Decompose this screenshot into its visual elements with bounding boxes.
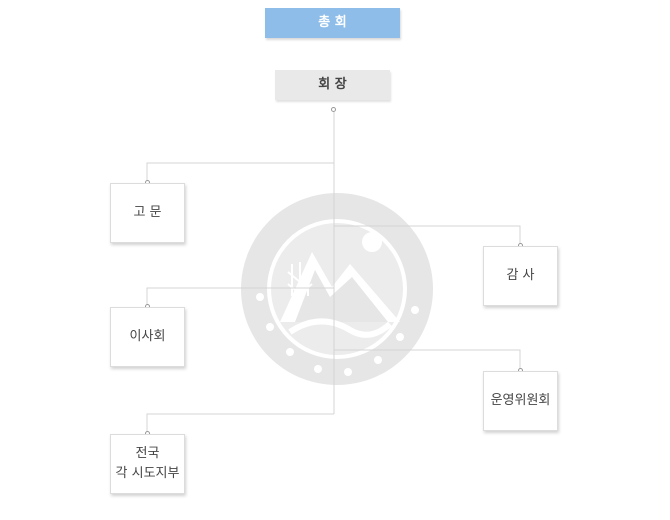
board-box: 이사회	[110, 307, 185, 367]
seal-watermark-icon	[241, 193, 433, 385]
regional-line-1: 전국	[135, 446, 160, 461]
auditor-box: 감 사	[483, 246, 558, 306]
operating-committee-label: 운영위원회	[490, 393, 551, 408]
general-assembly-label: 총 회	[318, 15, 347, 30]
president-connector-dot	[331, 107, 336, 112]
auditor-label: 감 사	[506, 268, 535, 283]
seal-text-marks	[256, 293, 419, 376]
president-label: 회 장	[318, 77, 347, 92]
president-box: 회 장	[275, 70, 390, 100]
general-assembly-box: 총 회	[265, 8, 400, 38]
operating-committee-box: 운영위원회	[483, 371, 558, 431]
regional-line-2: 각 시도지부	[115, 466, 180, 481]
advisor-label: 고 문	[133, 205, 162, 220]
advisor-box: 고 문	[110, 183, 185, 243]
board-label: 이사회	[129, 329, 166, 344]
regional-branches-box: 전국 각 시도지부	[110, 434, 185, 494]
